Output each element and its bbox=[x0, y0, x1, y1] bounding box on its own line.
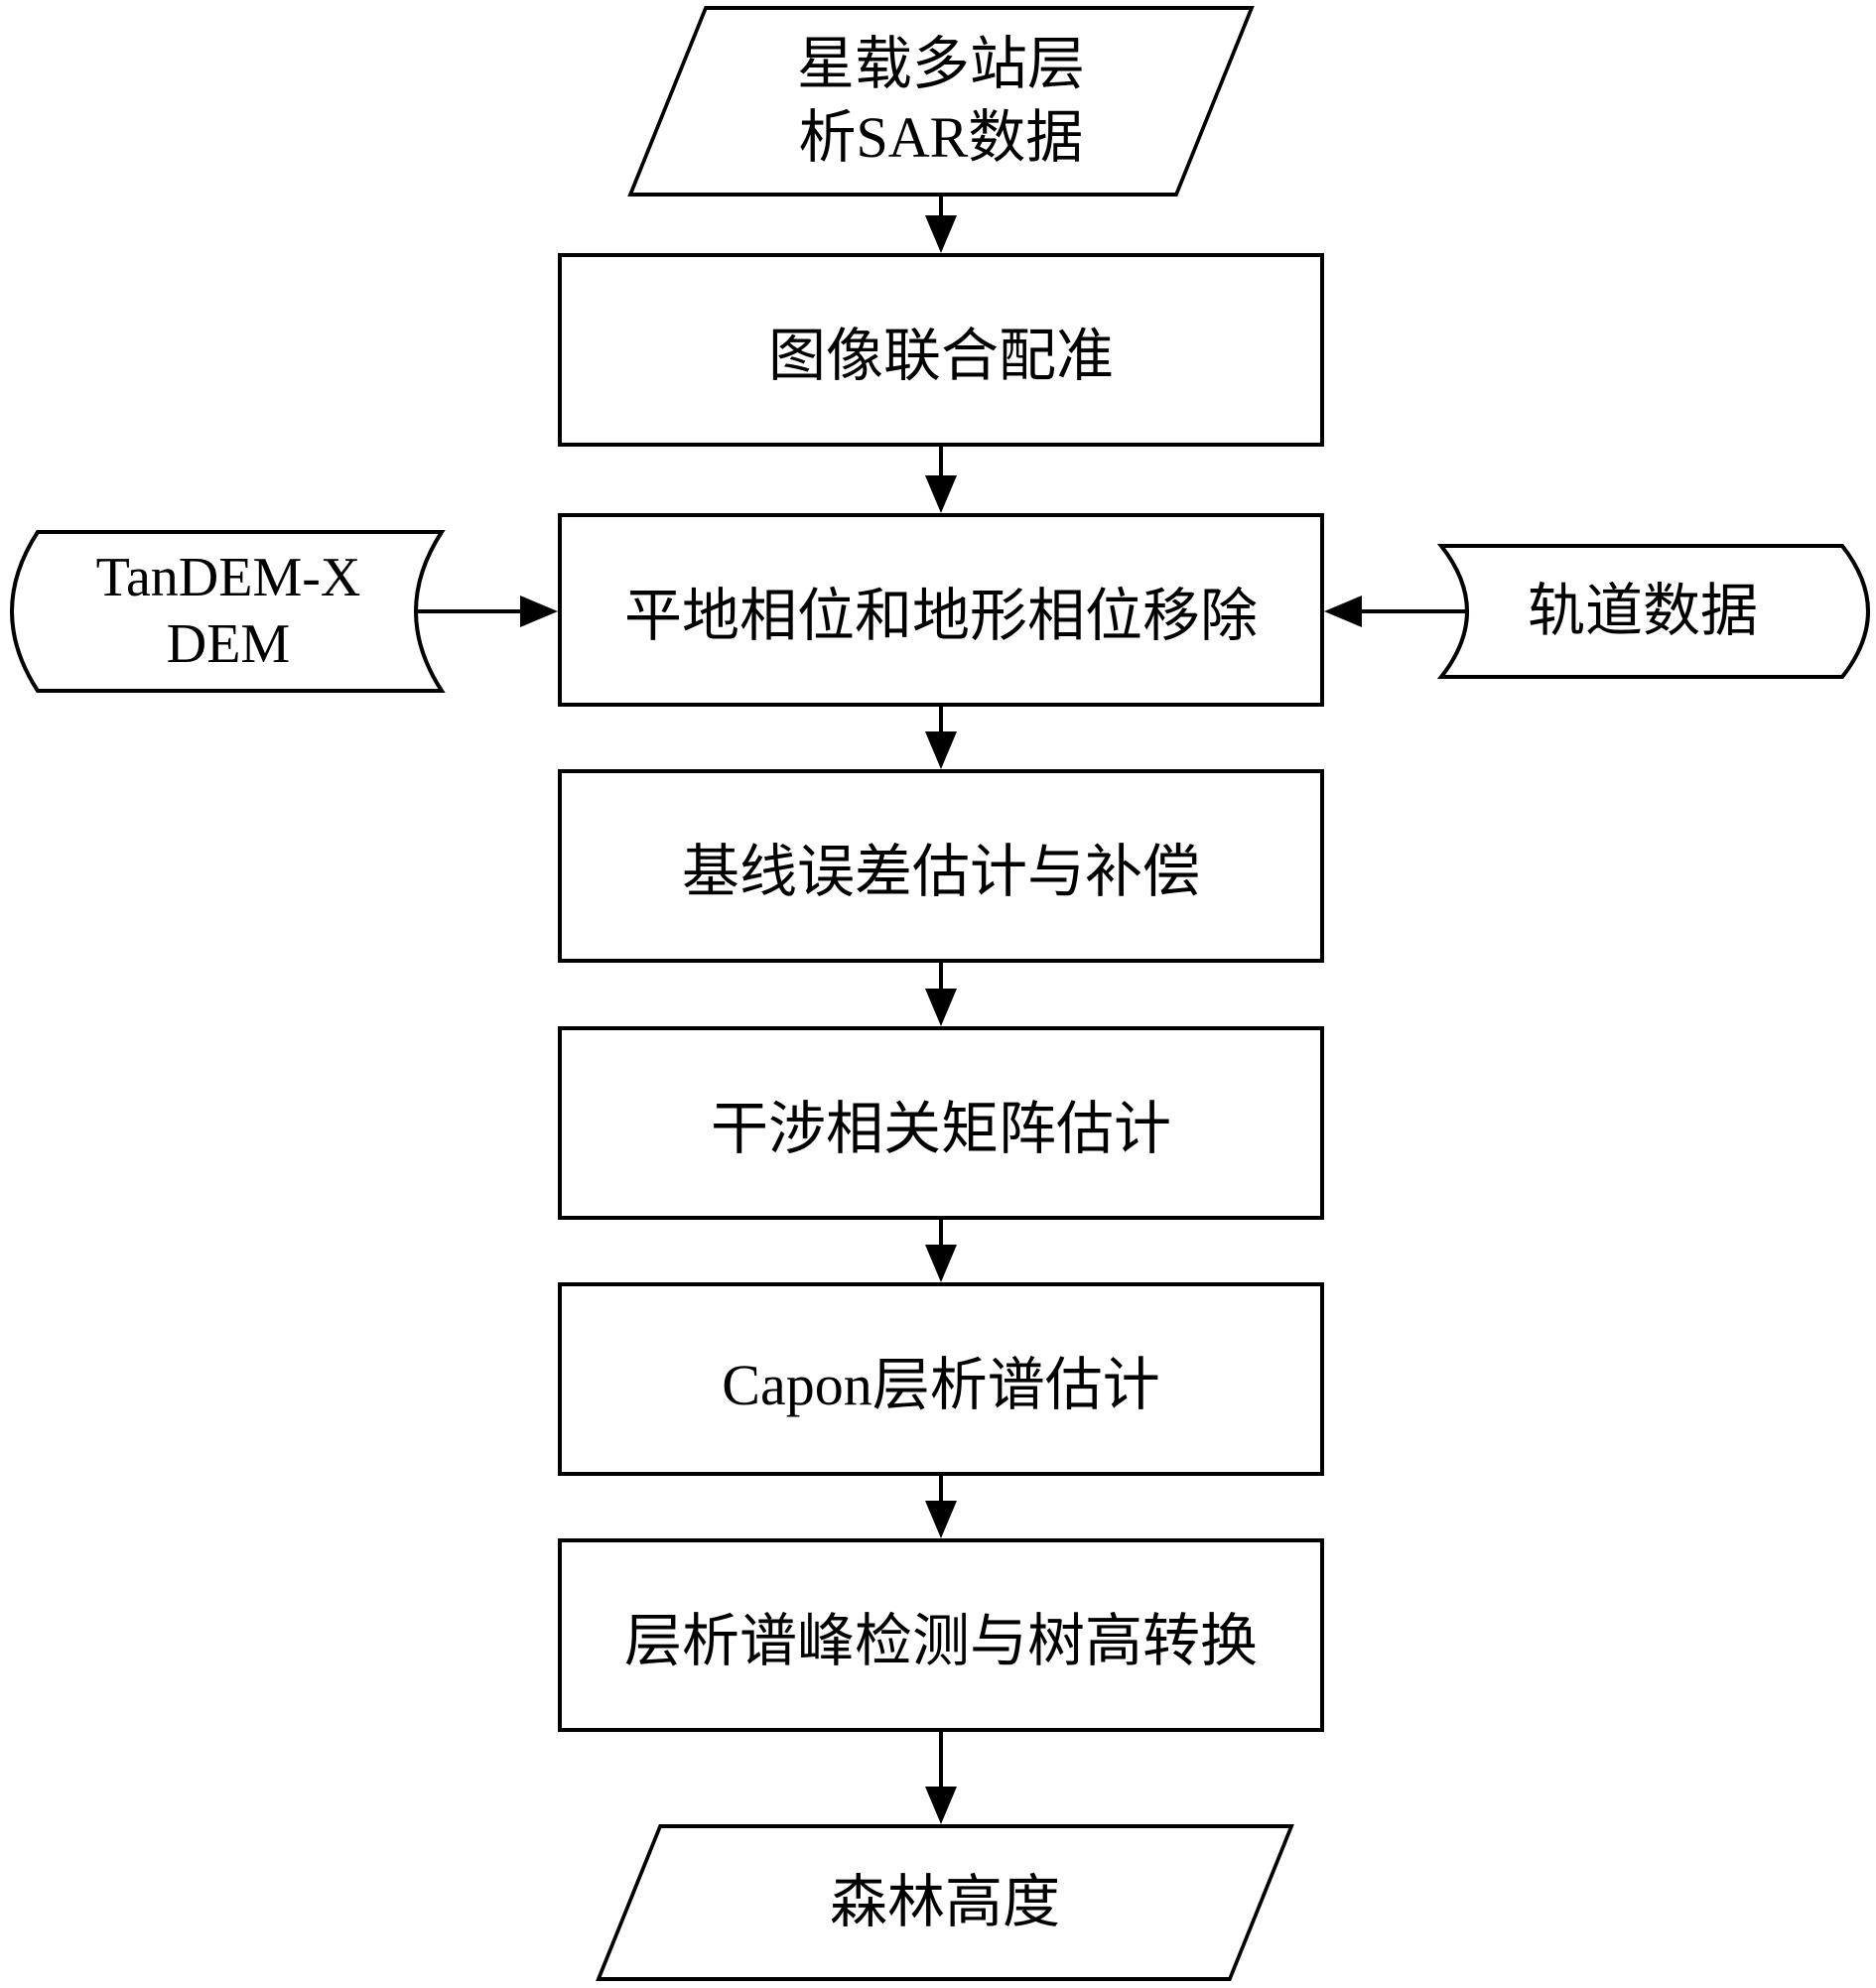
arrow-peak-detect-to-forest-height bbox=[925, 1732, 957, 1824]
input-sar-label-line1: 星载多站层 bbox=[796, 31, 1085, 96]
node-tandem-dem-label: TanDEM-X DEM bbox=[30, 532, 427, 691]
baseline-error-label: 基线误差估计与补偿 bbox=[681, 839, 1200, 904]
coherence-matrix-label: 干涉相关矩阵估计 bbox=[710, 1096, 1171, 1161]
peak-detection-label: 层析谱峰检测与树高转换 bbox=[623, 1608, 1258, 1673]
node-input-sar-data: 星载多站层 析SAR数据 bbox=[627, 6, 1255, 197]
node-peak-detection: 层析谱峰检测与树高转换 bbox=[558, 1538, 1324, 1732]
arrow-capon-to-peak-detect bbox=[925, 1476, 957, 1538]
image-registration-label: 图像联合配准 bbox=[767, 323, 1114, 388]
arrow-register-to-phase-removal bbox=[925, 447, 957, 513]
tandem-dem-label-line1: TanDEM-X bbox=[95, 546, 361, 608]
arrow-orbit-data-to-phase-removal bbox=[1324, 596, 1467, 627]
node-coherence-matrix: 干涉相关矩阵估计 bbox=[558, 1026, 1324, 1220]
node-orbit-data-label: 轨道数据 bbox=[1449, 546, 1836, 677]
node-capon-spectrum: Capon层析谱估计 bbox=[558, 1282, 1324, 1476]
arrow-phase-removal-to-baseline bbox=[925, 707, 957, 769]
forest-height-label: 森林高度 bbox=[829, 1869, 1061, 1934]
arrow-input-to-register bbox=[925, 197, 957, 253]
node-image-registration: 图像联合配准 bbox=[558, 253, 1324, 447]
node-forest-height: 森林高度 bbox=[596, 1824, 1294, 1981]
node-baseline-error: 基线误差估计与补偿 bbox=[558, 769, 1324, 963]
input-sar-label-line2: 析SAR数据 bbox=[798, 105, 1084, 170]
node-phase-removal: 平地相位和地形相位移除 bbox=[558, 513, 1324, 707]
arrow-baseline-to-coherence bbox=[925, 963, 957, 1026]
arrow-coherence-to-capon bbox=[925, 1220, 957, 1282]
capon-spectrum-label: Capon层析谱估计 bbox=[722, 1352, 1160, 1417]
stored-data-right-shape bbox=[1436, 544, 1870, 679]
tandem-dem-label-line2: DEM bbox=[166, 613, 291, 675]
orbit-data-label: 轨道数据 bbox=[1527, 579, 1758, 644]
arrow-tandem-dem-to-phase-removal bbox=[416, 596, 558, 627]
phase-removal-label: 平地相位和地形相位移除 bbox=[623, 583, 1258, 648]
stored-data-left-shape bbox=[10, 530, 446, 693]
